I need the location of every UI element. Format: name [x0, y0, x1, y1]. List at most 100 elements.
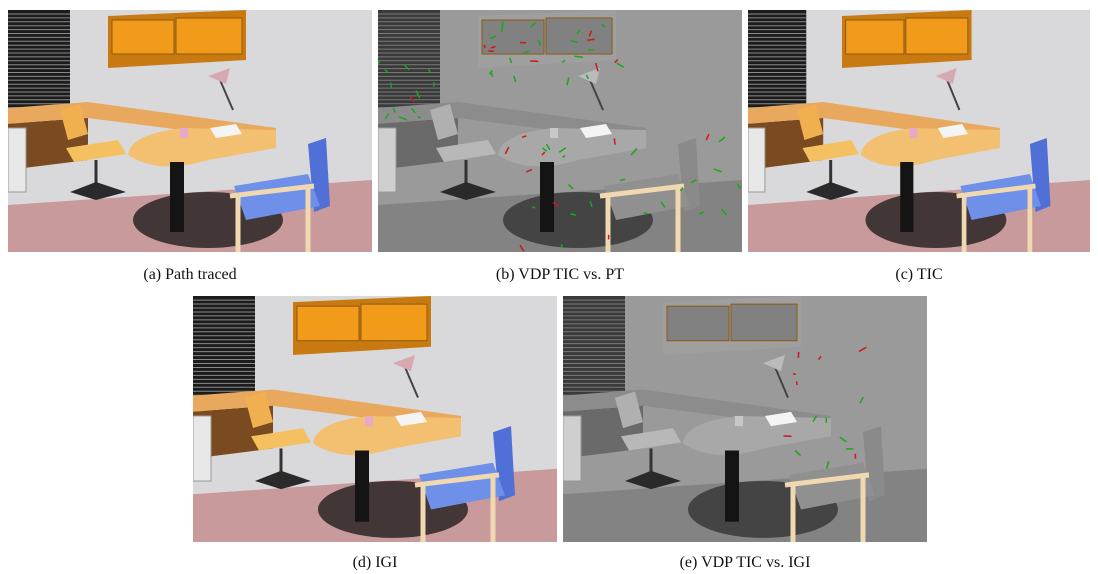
desk-leg — [355, 450, 369, 522]
vdp-mark-green — [523, 50, 530, 54]
vdp-mark-green — [574, 55, 583, 58]
lamp-shade — [935, 68, 957, 84]
cabinet-door-left — [481, 19, 545, 55]
vdp-mark-green — [560, 243, 563, 249]
vdp-mark-green — [561, 59, 566, 63]
paper — [765, 411, 797, 427]
desk-top — [313, 415, 461, 456]
armchair-arm — [784, 472, 870, 488]
vdp-difference-map — [563, 296, 927, 542]
caption-d: (d) IGI — [352, 554, 398, 571]
vdp-mark-green — [566, 77, 570, 86]
office-scene-render — [748, 10, 1090, 252]
vdp-mark-green — [601, 23, 606, 28]
mug — [909, 128, 918, 138]
vdp-mark-green — [489, 69, 494, 75]
cabinet-door-right — [545, 17, 613, 55]
vdp-mark-green — [567, 183, 574, 190]
vdp-mark-green — [378, 59, 381, 65]
chair-base — [255, 470, 311, 490]
armchair-arm — [414, 472, 500, 488]
vdp-mark-green — [839, 436, 847, 443]
vdp-mark-green — [616, 62, 624, 68]
vdp-mark-green — [812, 415, 818, 423]
vdp-mark-green — [690, 179, 697, 184]
vdp-mark-red — [490, 45, 496, 49]
vdp-mark-red — [587, 38, 595, 41]
armchair-arm — [956, 183, 1036, 199]
vdp-mark-red — [705, 133, 710, 141]
chair-base — [440, 182, 496, 200]
chair-back — [245, 391, 273, 429]
armchair-arm — [229, 183, 315, 199]
chair-base — [625, 470, 681, 490]
cabinet-door-left — [845, 19, 905, 55]
desk-leg — [540, 162, 554, 232]
vdp-mark-green — [500, 24, 504, 33]
chair-seat — [802, 140, 859, 162]
vdp-mark-green — [570, 213, 577, 216]
caption-e: (e) VDP TIC vs. IGI — [679, 554, 811, 571]
vdp-mark-green — [513, 75, 517, 83]
desk-leg — [900, 162, 914, 232]
desk-top — [498, 128, 646, 167]
vdp-mark-red — [521, 135, 527, 138]
desk-top — [683, 415, 831, 456]
vdp-mark-red — [792, 373, 797, 376]
vdp-mark-green — [384, 69, 389, 74]
vdp-mark-green — [490, 35, 497, 40]
file-drawers — [193, 415, 212, 482]
vdp-mark-red — [552, 201, 560, 207]
lamp-arm — [946, 79, 961, 111]
vdp-mark-red — [858, 346, 867, 353]
caption-a: (a) Path traced — [143, 266, 237, 283]
file-drawers — [748, 127, 766, 193]
vdp-mark-green — [490, 72, 493, 77]
vdp-mark-green — [542, 147, 548, 152]
armchair-arm — [599, 183, 685, 199]
cabinet-door-left — [296, 305, 360, 342]
chair-back — [430, 104, 458, 140]
vdp-difference-marks — [783, 346, 867, 469]
vdp-mark-red — [613, 138, 616, 145]
cabinet-door-right — [905, 17, 969, 55]
lamp-shade — [208, 68, 230, 84]
vdp-mark-red — [530, 60, 539, 63]
panel-c-image — [748, 10, 1090, 252]
cabinet-door-right — [730, 303, 798, 342]
vdp-mark-red — [525, 168, 533, 173]
vdp-mark-green — [411, 107, 416, 114]
vdp-mark-green — [384, 113, 390, 120]
chair-seat — [436, 140, 496, 162]
mug — [180, 128, 188, 138]
vdp-difference-map — [378, 10, 742, 252]
vdp-mark-green — [398, 116, 408, 121]
desk-leg — [725, 450, 739, 522]
vdp-mark-red — [594, 62, 599, 72]
vdp-mark-green — [558, 147, 567, 153]
cabinet-door-right — [175, 17, 243, 55]
office-scene-render — [193, 296, 557, 542]
panel-d-image — [193, 296, 557, 542]
desk-leg — [170, 162, 184, 232]
lamp-shade — [393, 355, 415, 372]
panel-e-image — [563, 296, 927, 542]
vdp-mark-green — [736, 183, 741, 189]
panel-b-image — [378, 10, 742, 252]
vdp-mark-green — [620, 178, 626, 182]
vdp-mark-green — [713, 168, 723, 173]
vdp-mark-green — [403, 64, 410, 71]
vdp-mark-red — [519, 244, 525, 252]
caption-b: (b) VDP TIC vs. PT — [495, 266, 625, 283]
file-drawers — [378, 127, 397, 193]
vdp-mark-green — [415, 90, 421, 99]
vdp-mark-green — [545, 143, 551, 151]
vdp-mark-green — [589, 200, 593, 207]
vdp-mark-red — [483, 44, 486, 49]
vdp-mark-green — [508, 57, 513, 64]
vdp-mark-red — [783, 435, 792, 438]
chair-seat — [66, 140, 126, 162]
cabinet-door-left — [111, 19, 175, 55]
lamp-arm — [404, 366, 419, 399]
vdp-mark-green — [570, 39, 578, 44]
